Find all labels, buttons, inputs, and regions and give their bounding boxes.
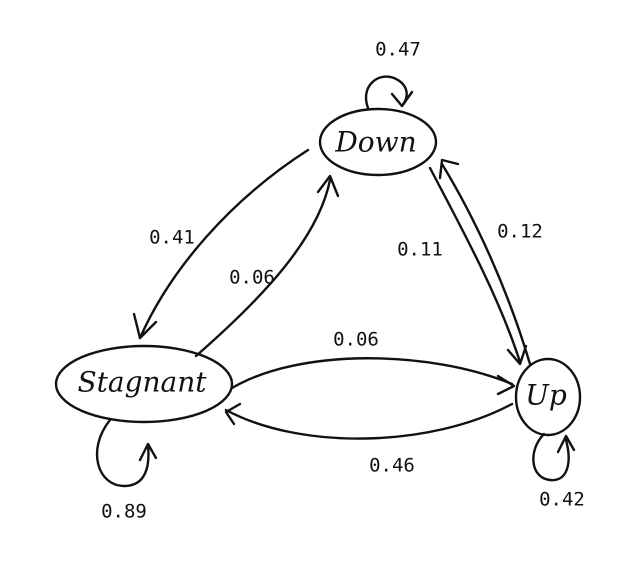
edge-up-to-stagnant bbox=[224, 402, 514, 440]
node-up-label: Up bbox=[525, 379, 567, 412]
prob-down-up: 0.11 bbox=[397, 239, 443, 261]
arrowhead-icon bbox=[438, 158, 460, 180]
node-stagnant-label: Stagnant bbox=[77, 366, 207, 399]
prob-down-stagnant: 0.41 bbox=[149, 227, 195, 249]
prob-down-down: 0.47 bbox=[375, 39, 421, 61]
prob-stagnant-stagnant: 0.89 bbox=[101, 501, 147, 523]
arrowhead-icon bbox=[390, 90, 414, 108]
prob-up-up: 0.42 bbox=[539, 489, 585, 511]
edge-stagnant-to-up bbox=[230, 357, 516, 396]
prob-up-stagnant: 0.46 bbox=[369, 455, 415, 477]
prob-up-down: 0.12 bbox=[497, 221, 543, 243]
edge-up-to-down bbox=[438, 158, 532, 366]
prob-stagnant-up: 0.06 bbox=[333, 329, 379, 351]
edge-down-to-down bbox=[364, 75, 414, 110]
node-down-label: Down bbox=[334, 126, 416, 159]
arrowhead-icon bbox=[132, 312, 158, 340]
arrowhead-icon bbox=[506, 344, 528, 366]
prob-stagnant-down: 0.06 bbox=[229, 267, 275, 289]
edge-down-to-stagnant bbox=[132, 148, 310, 340]
arrowhead-icon bbox=[496, 374, 516, 396]
edge-up-to-up bbox=[532, 432, 576, 482]
node-up: Up bbox=[514, 357, 582, 437]
edge-stagnant-to-stagnant bbox=[95, 418, 158, 488]
arrowhead-icon bbox=[556, 434, 576, 454]
edge-stagnant-to-down bbox=[194, 174, 340, 358]
arrowhead-icon bbox=[138, 442, 158, 462]
arrowhead-icon bbox=[224, 402, 242, 426]
arrowhead-icon bbox=[316, 174, 340, 198]
node-down: Down bbox=[318, 107, 438, 177]
edge-down-to-up bbox=[428, 166, 528, 366]
node-stagnant: Stagnant bbox=[54, 344, 234, 424]
